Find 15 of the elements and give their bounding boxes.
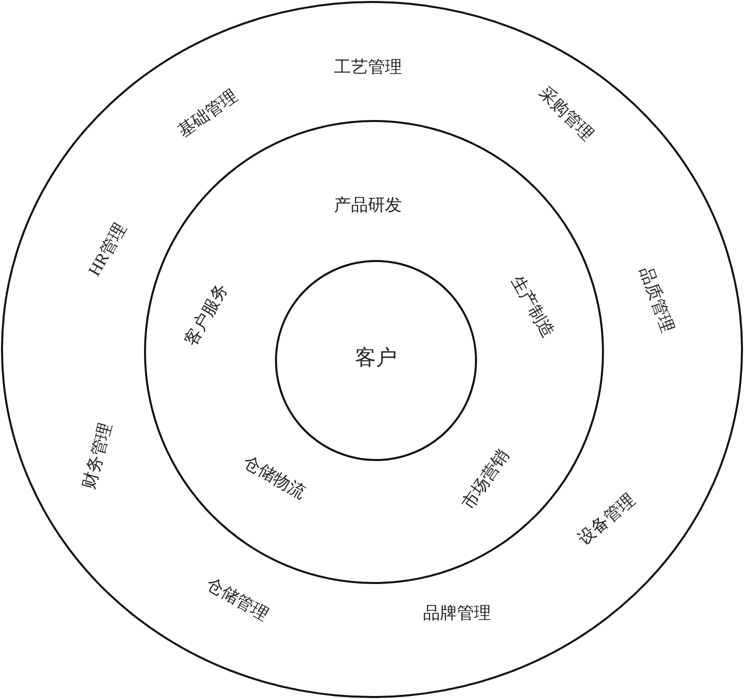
center-label: 客户 [355,346,397,370]
ring-label: 仓储物流 [240,452,308,504]
ring-label: 仓储管理 [202,574,272,626]
ring-label: 产品研发 [334,196,402,216]
ring-label: 品质管理 [636,264,676,336]
ring-label: 设备管理 [574,490,640,550]
ring-label: 财务管理 [80,420,116,492]
ring-label: 工艺管理 [334,58,402,78]
ring-label: 生产制造 [506,272,558,342]
ring-label: 客户服务 [182,280,232,350]
ring-label: 市场营销 [458,446,514,514]
ring-label: 基础管理 [174,86,242,142]
ring-label: 品牌管理 [423,604,491,624]
ring-label: 采购管理 [535,83,597,145]
ring-label: HR管理 [86,220,130,280]
